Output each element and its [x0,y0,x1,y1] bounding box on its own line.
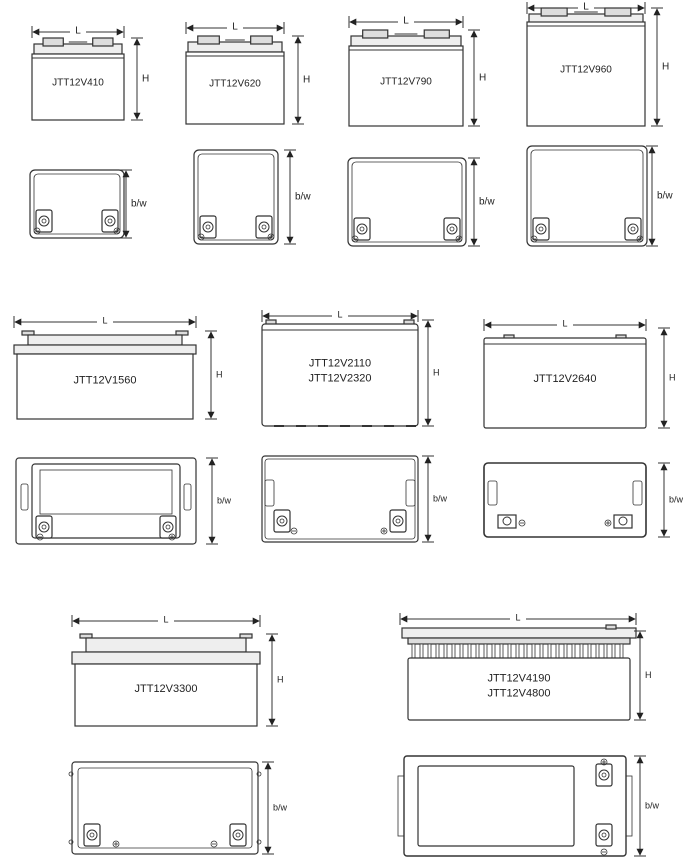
negative-terminal-icon [600,848,608,856]
terminal-post [273,509,291,533]
dimension-label-height: H [142,74,149,85]
negative-terminal-icon [33,227,41,235]
terminal-post [532,217,550,241]
model-label: JTT12V1560 [74,374,137,386]
positive-terminal-icon [168,533,176,541]
model-label: JTT12V2640 [534,373,597,385]
battery-top-view: b/w [347,157,495,247]
negative-terminal-icon [210,840,218,848]
battery-front-view: L JTT12V620 H [185,20,310,125]
dimension-label-width: b/w [669,494,684,504]
terminal-post [443,217,461,241]
negative-terminal-icon [197,233,205,241]
battery-front-view: L JTT12V410 H [31,24,149,121]
dimension-label-height: H [277,674,284,684]
battery-top-view: b/w [68,761,288,855]
positive-terminal-icon [113,227,121,235]
dimension-label-height: H [479,73,486,84]
terminal-post [255,215,273,239]
battery-top-view: b/w [193,149,311,245]
positive-terminal-icon [112,840,120,848]
positive-terminal-icon [267,233,275,241]
model-label: JTT12V3300 [135,683,198,695]
terminal-post [595,763,613,787]
model-label: JTT12V960 [560,65,612,76]
dimension-label-height: H [216,369,223,379]
dimension-label-length: L [232,22,238,33]
dimension-label-height: H [645,670,652,680]
positive-terminal-icon [604,519,612,527]
terminal-post [389,509,407,533]
dimension-label-width: b/w [645,800,660,810]
battery-top-view: b/w [15,457,232,545]
dimension-label-height: H [669,372,676,382]
terminal-post [83,823,101,847]
battery-front-view: L JTT12V3300 H [71,613,284,727]
positive-terminal-icon [455,235,463,243]
battery-top-view: b/w [29,169,147,239]
dimension-label-length: L [337,309,342,319]
terminal-post [229,823,247,847]
positive-terminal-icon [380,527,388,535]
battery-front-view: L JTT12V790 H [348,14,486,127]
terminal-post [35,209,53,233]
dimension-label-length: L [163,614,168,624]
battery-front-view: L JTT12V1560 H [13,314,223,420]
model-label: JTT12V2110 [309,357,371,369]
dimension-label-width: b/w [131,199,147,210]
dimension-label-length: L [562,318,567,328]
terminal-post [613,514,633,529]
terminal-post [497,514,517,529]
battery-front-view: L JTT12V960 H [526,0,669,127]
terminal-post [624,217,642,241]
dimension-label-length: L [403,16,409,27]
dimension-label-height: H [662,62,669,73]
battery-top-view: b/w [397,755,660,857]
battery-top-view: b/w [261,455,448,543]
dimension-label-width: b/w [479,197,495,208]
dimension-label-width: b/w [657,191,673,202]
model-label: JTT12V790 [380,77,432,88]
positive-terminal-icon [600,758,608,766]
battery-top-view: b/w [483,462,684,538]
negative-terminal-icon [36,533,44,541]
dimension-label-height: H [303,75,310,86]
terminal-post [35,515,53,539]
terminal-post [159,515,177,539]
negative-terminal-icon [290,527,298,535]
negative-terminal-icon [530,235,538,243]
terminal-post [353,217,371,241]
negative-terminal-icon [518,519,526,527]
dimension-label-width: b/w [273,802,288,812]
battery-top-view: b/w [526,145,673,247]
terminal-post [199,215,217,239]
dimension-label-length: L [515,612,520,622]
positive-terminal-icon [636,235,644,243]
terminal-post [101,209,119,233]
negative-terminal-icon [351,235,359,243]
dimension-label-height: H [433,367,440,377]
terminal-post [595,823,613,847]
model-label: JTT12V4800 [488,687,551,699]
battery-front-view: L JTT12V2640 H [483,317,676,429]
dimension-label-length: L [583,2,589,13]
dimension-label-width: b/w [217,495,232,505]
model-label: JTT12V2320 [309,372,372,384]
dimension-label-width: b/w [433,493,448,503]
dimension-label-width: b/w [295,192,311,203]
dimension-label-length: L [75,26,81,37]
model-label: JTT12V4190 [488,672,551,684]
model-label: JTT12V620 [209,79,261,90]
dimension-label-length: L [102,315,107,325]
model-label: JTT12V410 [52,78,104,89]
